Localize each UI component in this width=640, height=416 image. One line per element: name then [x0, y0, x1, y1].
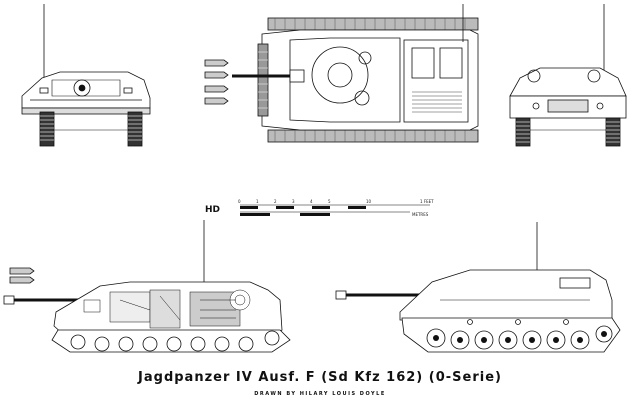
svg-text:3: 3	[292, 199, 295, 204]
top-view-ammunition-detail	[204, 59, 229, 105]
exterior-hull	[399, 269, 613, 321]
cutaway-muzzle-brake	[3, 295, 15, 305]
front-view	[21, 4, 151, 147]
hd-logo: HD	[205, 205, 220, 215]
top-view-engine-deck	[403, 39, 469, 123]
top-view-hull	[261, 29, 479, 131]
rear-view-superstructure	[509, 67, 627, 97]
top-view-track-lower	[267, 129, 479, 143]
svg-text:10: 10	[366, 199, 372, 204]
rear-view-right-track	[605, 117, 621, 147]
svg-text:5: 5	[328, 199, 331, 204]
svg-text:1 FEET: 1 FEET	[420, 199, 434, 204]
top-view	[204, 4, 479, 143]
svg-text:4: 4	[310, 199, 313, 204]
cutaway-side-view	[3, 220, 291, 353]
rear-view-left-track	[515, 117, 531, 147]
svg-text:0: 0	[238, 199, 241, 204]
exterior-muzzle-brake	[335, 290, 347, 300]
top-view-superstructure	[289, 37, 401, 123]
exterior-side-view	[335, 222, 621, 353]
scale-bar: HD 0 1 2 3 4 5 10 1 FEET METRES	[205, 199, 434, 217]
drawing-title: Jagdpanzer IV Ausf. F (Sd Kfz 162) (0-Se…	[138, 370, 502, 385]
svg-text:2: 2	[274, 199, 277, 204]
front-view-gun-mantlet	[73, 79, 91, 97]
cutaway-internals	[83, 289, 251, 329]
drawing-credit: DRAWN BY HILARY LOUIS DOYLE	[254, 391, 386, 397]
svg-text:1: 1	[256, 199, 259, 204]
top-view-track-upper	[267, 17, 479, 31]
front-view-left-track	[39, 111, 55, 147]
front-view-right-track	[127, 111, 143, 147]
cutaway-ammunition-detail	[9, 267, 35, 284]
top-view-spare-tracks	[257, 43, 269, 117]
svg-text:METRES: METRES	[412, 212, 429, 217]
top-view-hatch-ring	[311, 46, 369, 104]
rear-view	[509, 4, 627, 147]
front-view-hull	[21, 71, 151, 109]
